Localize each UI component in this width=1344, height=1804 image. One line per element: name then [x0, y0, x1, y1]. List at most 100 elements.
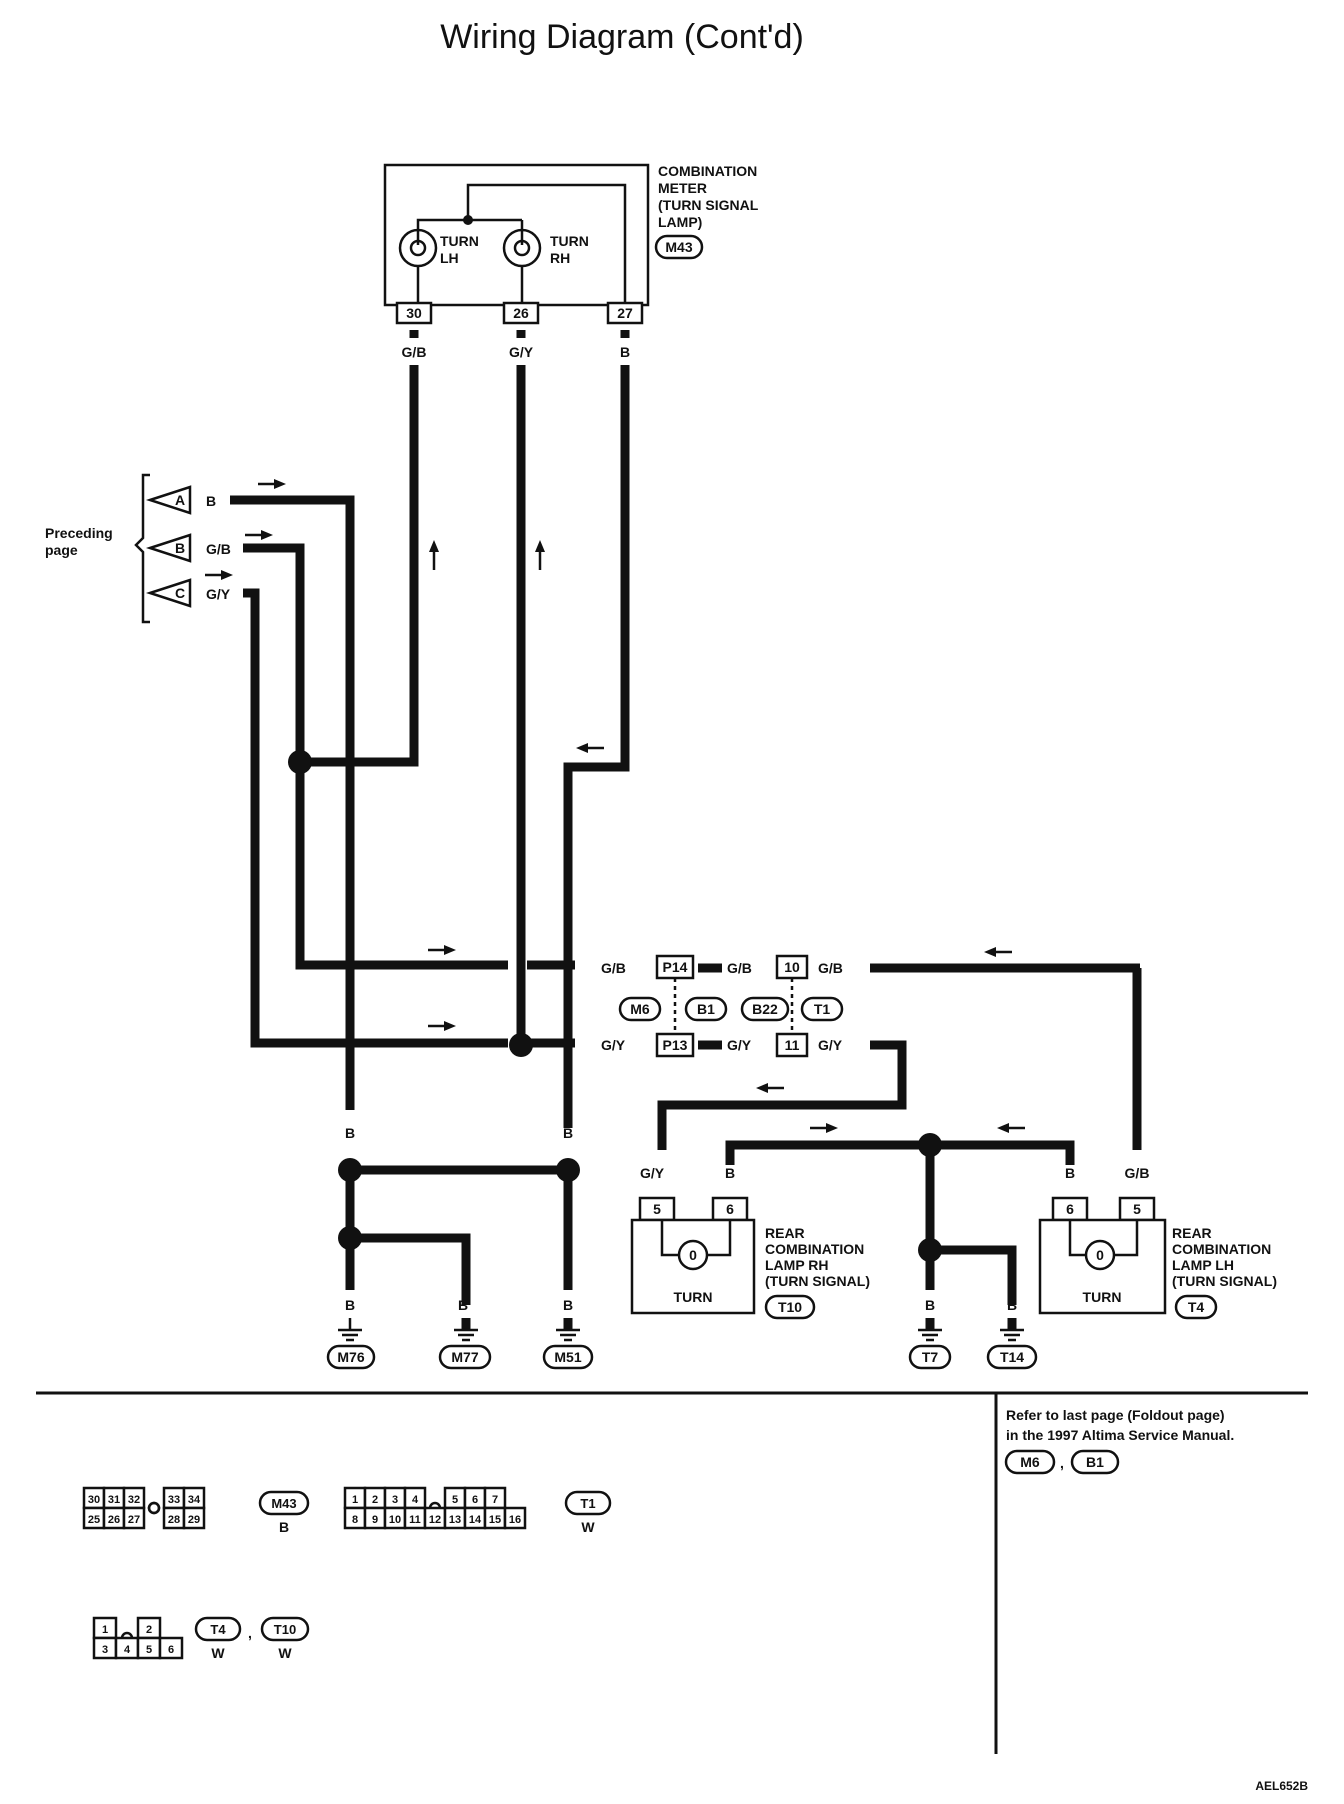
- connector-pin-number: 4: [412, 1494, 419, 1506]
- ground-m76: M76: [337, 1349, 364, 1365]
- connector-pin-number: 27: [128, 1514, 140, 1526]
- figure-code: AEL652B: [1255, 1779, 1308, 1793]
- svg-text:A: A: [175, 492, 185, 508]
- wire-color-b: B: [345, 1125, 355, 1141]
- connector-pin-number: 25: [88, 1514, 100, 1526]
- meter-name-3: (TURN SIGNAL: [658, 197, 759, 213]
- connector-cavity: [158, 1636, 184, 1660]
- svg-text:C: C: [175, 585, 185, 601]
- meter-connector-id: M43: [665, 239, 692, 255]
- connector-color: B: [279, 1519, 289, 1535]
- lh-wire-b: B: [1065, 1165, 1075, 1181]
- preceding-label-2: page: [45, 542, 78, 558]
- arrow-right-icon: [245, 530, 273, 540]
- meter-wire-b: B: [620, 344, 630, 360]
- connector-color: W: [278, 1645, 292, 1661]
- connector-color: W: [211, 1645, 225, 1661]
- connector-pin-number: 5: [452, 1494, 458, 1506]
- junctions: [288, 750, 942, 1262]
- svg-text:0: 0: [689, 1247, 697, 1263]
- arrow-right-icon: [428, 1021, 456, 1031]
- footer-note: Refer to last page (Foldout page) in the…: [1004, 1407, 1234, 1475]
- connector-pin-number: 3: [102, 1644, 108, 1656]
- rh-wire-gy: G/Y: [640, 1165, 665, 1181]
- ground-icon: [338, 1318, 362, 1342]
- conn-ref-t1: T1: [814, 1001, 831, 1017]
- harness-connectors: G/B P14 G/B 10 G/B G/Y P13 G/Y 11 G/Y M6…: [601, 954, 844, 1058]
- wire-color-b: B: [563, 1125, 573, 1141]
- connector-pin-number: 13: [449, 1514, 461, 1526]
- ground-badge: [438, 1344, 492, 1370]
- connector-pin-number: 8: [352, 1514, 358, 1526]
- junction-dot: [338, 1158, 362, 1182]
- junction-dot: [918, 1238, 942, 1262]
- ground-t14: T14: [1000, 1349, 1024, 1365]
- lh-name-3: LAMP LH: [1172, 1257, 1234, 1273]
- ground-icon: [1000, 1318, 1024, 1342]
- footer-ref-m6: M6: [1020, 1454, 1040, 1470]
- rh-name-1: REAR: [765, 1225, 805, 1241]
- wire-color-b: B: [1007, 1297, 1017, 1313]
- arrow-left-icon: [984, 947, 1012, 957]
- lh-wire-gb: G/B: [1125, 1165, 1150, 1181]
- arrow-right-icon: [205, 570, 233, 580]
- lh-name-4: (TURN SIGNAL): [1172, 1273, 1277, 1289]
- connector-id: M43: [271, 1496, 296, 1511]
- meter-junction-dot: [463, 215, 473, 225]
- junction-dot: [338, 1226, 362, 1250]
- arrow-left-icon: [576, 743, 604, 753]
- ground-icon: [454, 1318, 478, 1342]
- meter-name-4: LAMP): [658, 214, 702, 230]
- preceding-label-1: Preceding: [45, 525, 113, 541]
- ground-badge: [908, 1344, 952, 1370]
- connector-cavity: [182, 1506, 206, 1530]
- connector-id: T1: [580, 1496, 595, 1511]
- rh-wire-b: B: [725, 1165, 735, 1181]
- rh-pin-6: 6: [726, 1201, 734, 1217]
- row1-color-1: G/B: [601, 960, 626, 976]
- ground-m51: M51: [554, 1349, 581, 1365]
- wire-color-b: B: [458, 1297, 468, 1313]
- ground-t7: T7: [922, 1349, 939, 1365]
- wire-color-b: B: [563, 1297, 573, 1313]
- separator: ,: [248, 1625, 252, 1641]
- rh-name-2: COMBINATION: [765, 1241, 864, 1257]
- ground-icon: [556, 1318, 580, 1342]
- footer-note-line-1: Refer to last page (Foldout page): [1006, 1407, 1225, 1423]
- rh-bulb-icon: [677, 1239, 709, 1271]
- connector-pin-number: 34: [188, 1494, 201, 1506]
- connector-pin-number: 9: [372, 1514, 378, 1526]
- rh-connector-id: T10: [778, 1299, 802, 1315]
- connector-pin-number: 3: [392, 1494, 398, 1506]
- connector-pin-number: 2: [146, 1624, 152, 1636]
- junction-dot: [509, 1033, 533, 1057]
- conn-ref-badge: [684, 996, 728, 1022]
- connector-id-badge: [194, 1616, 242, 1642]
- connector-pin-number: 14: [469, 1514, 482, 1526]
- meter-name-1: COMBINATION: [658, 163, 757, 179]
- turn-rh-label-2: RH: [550, 250, 570, 266]
- connector-id-badge: [260, 1616, 310, 1642]
- wire-color-b: B: [345, 1297, 355, 1313]
- svg-text:B: B: [175, 540, 185, 556]
- connector-pin-number: 5: [146, 1644, 152, 1656]
- connector-id-badge: [564, 1490, 612, 1516]
- ref-b-triangle: B G/B: [145, 533, 231, 563]
- ground-badge: [986, 1344, 1038, 1370]
- lh-name-2: COMBINATION: [1172, 1241, 1271, 1257]
- svg-text:,: ,: [1060, 1455, 1064, 1471]
- pin-10: 10: [784, 959, 800, 975]
- arrow-right-icon: [428, 945, 456, 955]
- row2-color-3: G/Y: [818, 1037, 843, 1053]
- junction-dot: [556, 1158, 580, 1182]
- connector-pin-number: 1: [102, 1624, 108, 1636]
- wires: [230, 330, 1142, 1305]
- connector-id: T4: [210, 1622, 226, 1637]
- lh-pin-5: 5: [1133, 1201, 1141, 1217]
- connector-pin-number: 6: [472, 1494, 478, 1506]
- footer-ref-badge: [1004, 1449, 1056, 1475]
- page-title: Wiring Diagram (Cont'd): [440, 18, 804, 56]
- connector-pin-number: 1: [352, 1494, 358, 1506]
